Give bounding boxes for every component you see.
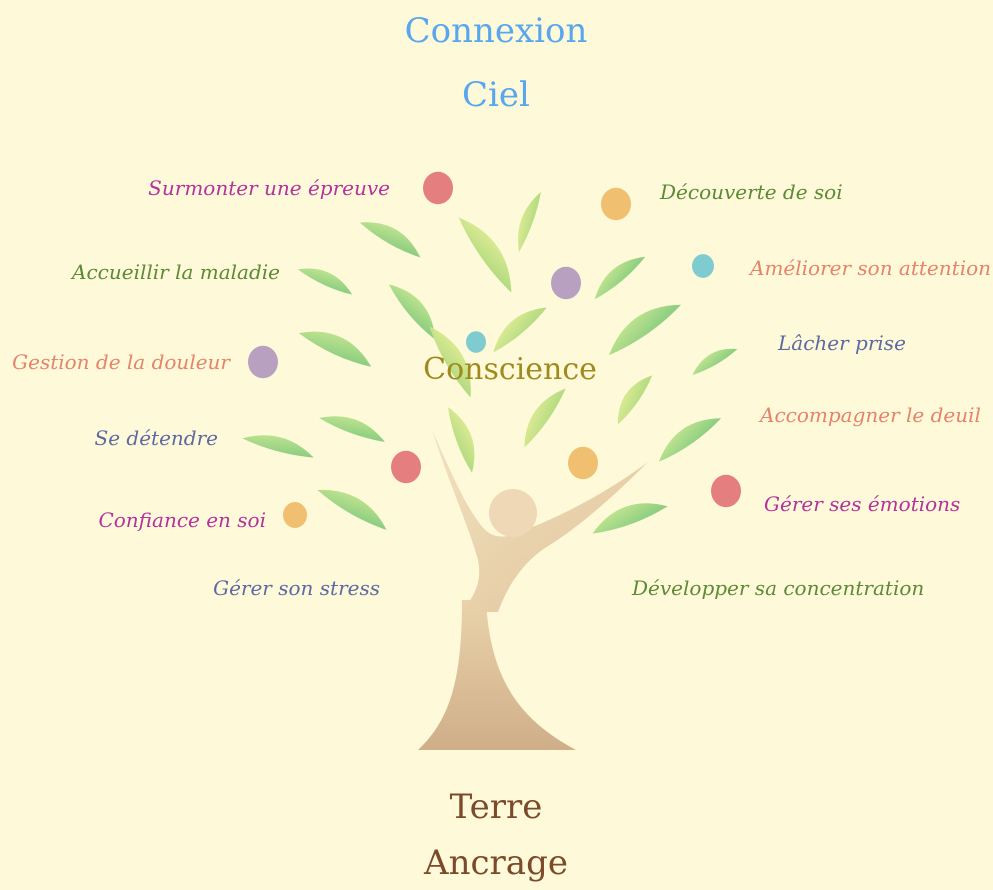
- leaf: [493, 307, 547, 353]
- leaf: [658, 418, 722, 462]
- label-lacher: Lâcher prise: [778, 331, 906, 355]
- label-concentration: Développer sa concentration: [632, 576, 925, 600]
- leaf: [448, 407, 475, 473]
- leaf: [242, 435, 314, 458]
- label-stress: Gérer son stress: [213, 576, 380, 600]
- fruit-dot: [692, 254, 714, 278]
- label-detendre: Se détendre: [94, 426, 219, 450]
- center-label-conscience: Conscience: [423, 352, 597, 387]
- fruit-dot: [283, 502, 307, 528]
- title-ancrage: Ancrage: [424, 843, 568, 883]
- leaf: [297, 268, 353, 295]
- leaf: [298, 331, 372, 367]
- label-confiance: Confiance en soi: [98, 508, 266, 532]
- label-decouverte: Découverte de soi: [660, 180, 843, 204]
- label-attention: Améliorer son attention: [750, 256, 992, 280]
- leaf: [359, 222, 421, 258]
- leaf: [319, 416, 385, 442]
- label-emotions: Gérer ses émotions: [764, 492, 961, 516]
- fruits: [248, 171, 741, 528]
- leaf: [317, 489, 387, 530]
- leaf: [458, 217, 512, 293]
- leaf: [524, 388, 566, 448]
- leaf: [608, 304, 682, 356]
- fruit-dot: [423, 171, 453, 205]
- figure-body: [432, 430, 648, 612]
- leaf: [518, 191, 541, 253]
- leaf: [592, 503, 668, 534]
- leaf: [388, 284, 436, 340]
- fruit-dot: [248, 345, 278, 379]
- leaf: [594, 256, 646, 300]
- title-terre: Terre: [449, 787, 543, 827]
- leaves: [242, 191, 738, 534]
- fruit-dot: [568, 446, 598, 480]
- leaf: [617, 375, 653, 425]
- fruit-dot: [391, 450, 421, 484]
- label-deuil: Accompagner le deuil: [760, 403, 981, 427]
- trunk: [418, 600, 576, 750]
- fruit-dot: [601, 187, 631, 221]
- fruit-dot: [466, 331, 486, 353]
- figure-head: [489, 489, 537, 537]
- leaf: [692, 348, 738, 375]
- title-ciel: Ciel: [462, 75, 530, 115]
- label-surmonter: Surmonter une épreuve: [148, 176, 390, 200]
- fruit-dot: [711, 474, 741, 508]
- title-connexion: Connexion: [404, 11, 588, 51]
- leaf: [429, 326, 471, 398]
- label-douleur: Gestion de la douleur: [12, 350, 230, 374]
- label-accueillir: Accueillir la maladie: [72, 260, 280, 284]
- fruit-dot: [551, 266, 581, 300]
